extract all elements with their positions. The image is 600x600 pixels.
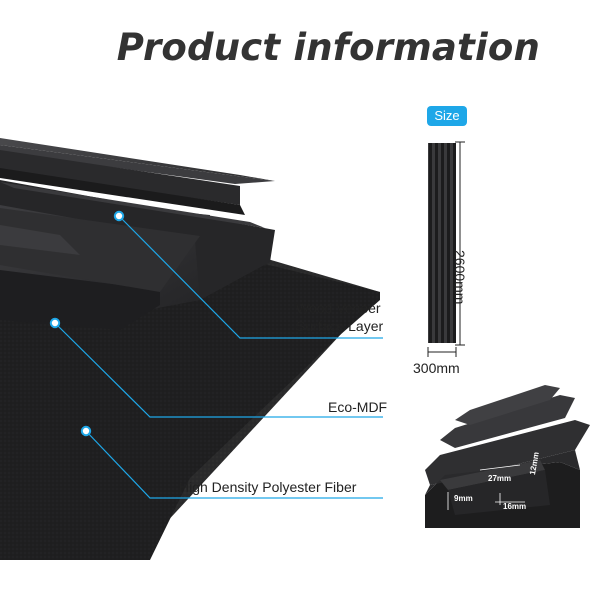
height-dimension: 2600mm [452, 250, 468, 305]
callout-dots [49, 210, 125, 437]
detail-closeup [420, 385, 600, 528]
width-dimension: 300mm [413, 360, 460, 376]
label-polyester-fiber: High Density Polyester Fiber [179, 479, 357, 495]
callout-veneer-dot [113, 210, 125, 222]
callout-lines [54, 215, 383, 499]
callout-mdf-dot [49, 317, 61, 329]
callout-fiber-line [85, 430, 383, 499]
slat-top-faces [0, 182, 265, 292]
callout-fiber-dot [80, 425, 92, 437]
callout-mdf-line [54, 322, 383, 418]
veneer-sheets [0, 138, 275, 215]
size-panel-drawing [427, 141, 465, 357]
label-eco-mdf: Eco-MDF [328, 399, 388, 415]
label-surface-layer: Surface Layer [296, 318, 384, 334]
dim-27mm: 27mm [488, 474, 512, 483]
page-title: Product information [116, 26, 540, 69]
label-wood-veneer: Wood Veneer [296, 300, 381, 316]
dim-9mm: 9mm [454, 494, 473, 503]
size-badge: Size [427, 106, 467, 126]
callout-veneer-line [118, 215, 383, 339]
dim-16mm: 16mm [503, 502, 527, 511]
